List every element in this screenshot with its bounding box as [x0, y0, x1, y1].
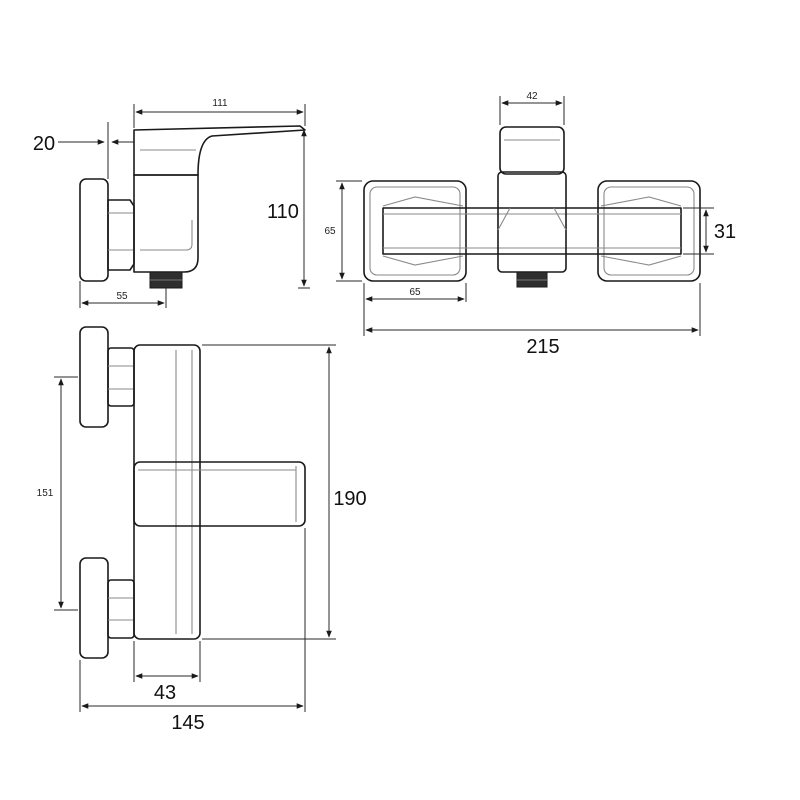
dim-42-label: 42 — [526, 91, 538, 102]
dim-55-label: 55 — [116, 291, 128, 302]
dim-20-label: 20 — [33, 133, 55, 155]
plan-bottom-hex — [107, 579, 135, 639]
dim-31-label: 31 — [714, 221, 736, 243]
plan-lever — [133, 461, 306, 527]
plan-top-flange — [79, 326, 109, 428]
front-arm — [382, 207, 682, 255]
front-view: 42 65 65 31 215 — [324, 91, 736, 358]
plan-body — [133, 344, 201, 640]
front-body — [497, 171, 567, 273]
dim-43-label: 43 — [154, 682, 176, 704]
plan-top-hex — [107, 347, 135, 407]
dim-190-label: 190 — [333, 488, 366, 510]
plan-view: 151 190 43 145 — [37, 326, 367, 734]
side-hex-nut — [107, 199, 135, 271]
dim-110-label: 110 — [267, 201, 299, 223]
dim-65-vertical-label: 65 — [324, 226, 336, 237]
dim-111-label: 111 — [212, 98, 228, 109]
dim-65-horizontal-label: 65 — [409, 287, 421, 298]
plan-bottom-flange — [79, 557, 109, 659]
front-left-flange — [363, 180, 467, 282]
front-lever — [499, 126, 565, 175]
side-view: 111 20 110 55 — [33, 98, 310, 308]
dim-215-label: 215 — [526, 336, 559, 358]
dim-145-label: 145 — [171, 712, 204, 734]
dim-151-label: 151 — [37, 488, 54, 499]
side-lever — [133, 125, 306, 176]
front-right-flange — [597, 180, 701, 282]
side-wall-flange — [79, 178, 109, 282]
side-body — [133, 174, 199, 273]
